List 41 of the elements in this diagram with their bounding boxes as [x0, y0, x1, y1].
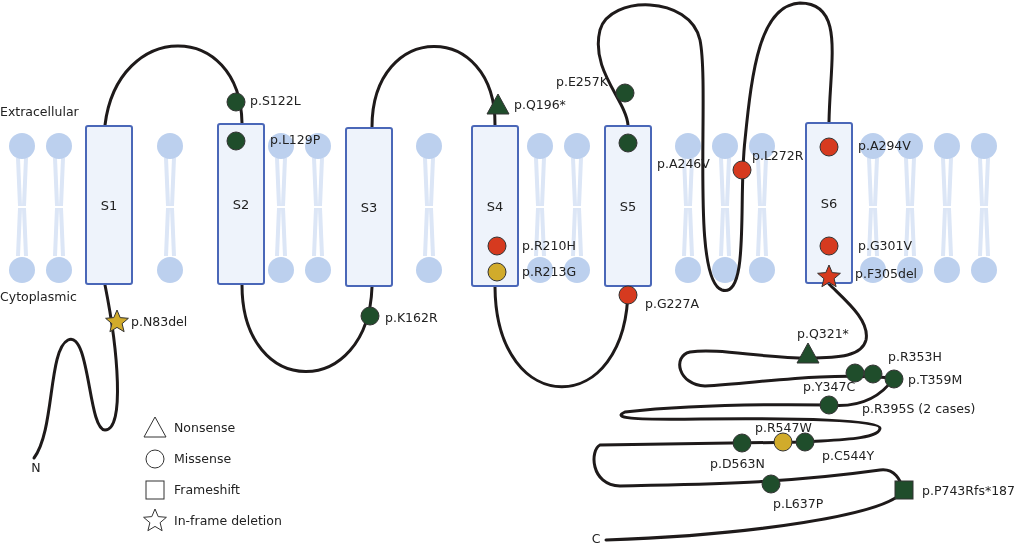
- transmembrane-segment-box: S1: [85, 125, 133, 285]
- protein-chain-line: [32, 283, 119, 460]
- mutation-label: p.D563N: [710, 456, 765, 472]
- mutation-label: p.R210H: [522, 238, 576, 254]
- mutation-label: p.L637P: [773, 496, 824, 512]
- mutation-label: p.Q196*: [514, 97, 566, 113]
- mutation-label: p.L129P: [270, 132, 321, 148]
- transmembrane-segment-box: S6: [805, 122, 853, 284]
- mutation-label: p.P743Rfs*187: [922, 483, 1015, 499]
- mutation-label: p.A294V: [858, 138, 911, 154]
- mutation-label: p.L272R: [752, 148, 804, 164]
- mutation-label: p.R395S (2 cases): [862, 401, 976, 417]
- mutation-label: p.G301V: [858, 238, 912, 254]
- protein-chain-line: [103, 44, 244, 127]
- protein-chain-line: [370, 45, 497, 129]
- transmembrane-segment-box: S4: [471, 125, 519, 287]
- legend-text: Missense: [174, 451, 232, 467]
- mutation-label: p.Q321*: [797, 326, 849, 342]
- legend-text: Nonsense: [174, 420, 236, 436]
- mutation-label: p.T359M: [908, 372, 963, 388]
- legend-text: Frameshift: [174, 482, 240, 498]
- mutation-label: p.Y347C: [803, 379, 856, 395]
- mutation-label: p.K162R: [385, 310, 438, 326]
- legend-text: In-frame deletion: [174, 513, 282, 529]
- region-label: Extracellular: [0, 104, 79, 120]
- transmembrane-segment-box: S5: [604, 125, 652, 287]
- mutation-label: p.S122L: [250, 93, 301, 109]
- transmembrane-segment-box: S3: [345, 127, 393, 287]
- mutation-label: p.G227A: [645, 296, 699, 312]
- mutation-label: p.R353H: [888, 349, 942, 365]
- terminus-label: N: [28, 460, 44, 478]
- transmembrane-segment-box: S2: [217, 123, 265, 285]
- mutation-label: p.R547W: [755, 420, 812, 436]
- region-label: Cytoplasmic: [0, 289, 77, 305]
- mutation-label: p.E257K: [556, 74, 608, 90]
- mutation-label: p.C544Y: [822, 448, 875, 464]
- protein-chain-line: [596, 1, 834, 292]
- terminus-label: C: [588, 531, 604, 547]
- mutation-label: p.R213G: [522, 264, 577, 280]
- mutation-label: p.N83del: [131, 314, 188, 330]
- protein-chain-line: [493, 285, 630, 389]
